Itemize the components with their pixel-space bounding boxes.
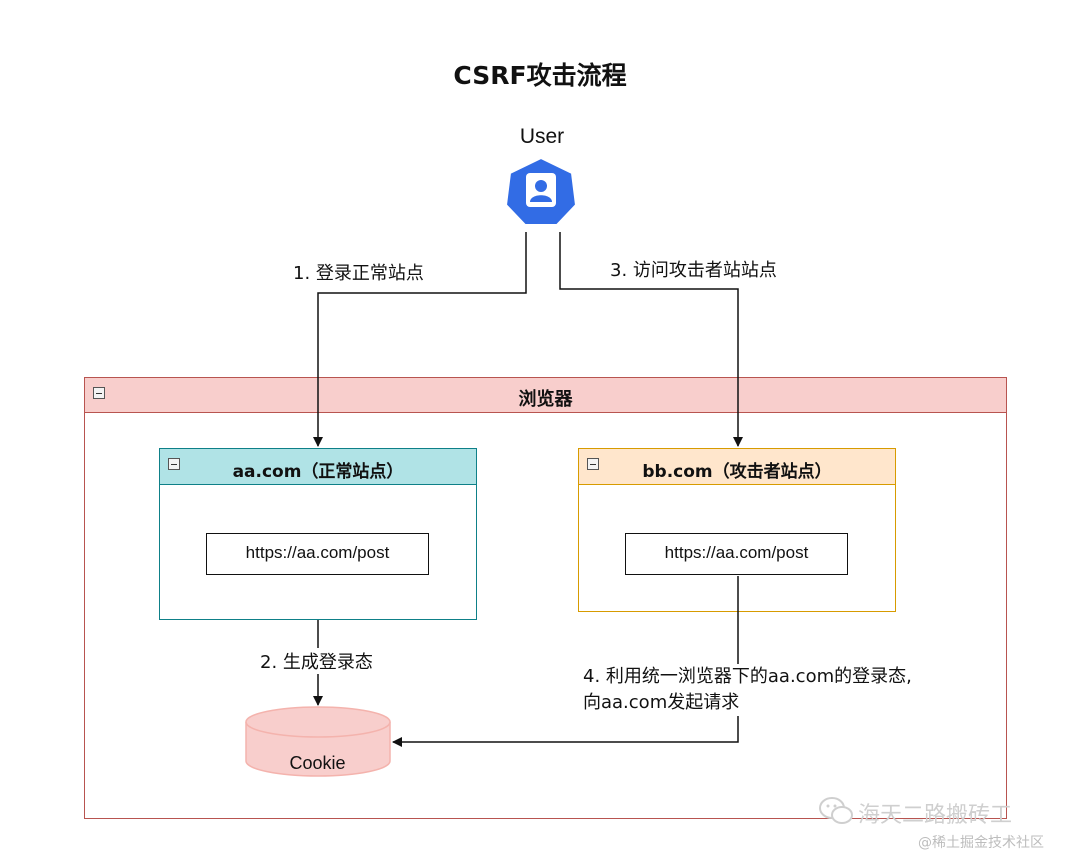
cookie-cylinder [245, 706, 391, 777]
edge-step1 [313, 232, 527, 447]
site-a-title: aa.com（正常站点） [232, 462, 404, 482]
cookie-label: Cookie [289, 753, 346, 773]
edge-label-step4-line1: 4. 利用统一浏览器下的aa.com的登录态, [583, 666, 912, 687]
user-icon [504, 156, 578, 226]
browser-header: 浏览器 [85, 378, 1006, 413]
edge-label-step4-line2: 向aa.com发起请求 [583, 692, 740, 713]
diagram-title: CSRF攻击流程 [453, 61, 627, 90]
watermark-source: @稀土掘金技术社区 [918, 835, 1044, 851]
site-b-header: bb.com（攻击者站点） [579, 449, 895, 485]
edge-label-step3: 3. 访问攻击者站站点 [610, 260, 777, 281]
collapse-icon[interactable] [168, 458, 180, 470]
edge-label-step2: 2. 生成登录态 [260, 648, 373, 674]
site-b-box: bb.com（攻击者站点） https://aa.com/post [578, 448, 896, 612]
site-b-url: https://aa.com/post [625, 533, 848, 575]
browser-title: 浏览器 [518, 389, 573, 410]
collapse-icon[interactable] [587, 458, 599, 470]
edge-label-step1: 1. 登录正常站点 [293, 263, 424, 284]
watermark-text: 海天二路搬砖工 [858, 803, 1013, 828]
browser-container: 浏览器 [84, 377, 1007, 819]
site-b-title: bb.com（攻击者站点） [642, 462, 832, 482]
edge-step4 [392, 576, 739, 747]
site-a-header: aa.com（正常站点） [160, 449, 476, 485]
edge-label-step4: 4. 利用统一浏览器下的aa.com的登录态, 向aa.com发起请求 [583, 664, 912, 716]
site-a-url: https://aa.com/post [206, 533, 429, 575]
site-a-box: aa.com（正常站点） https://aa.com/post [159, 448, 477, 620]
edge-step3 [559, 232, 743, 447]
collapse-icon[interactable] [93, 387, 105, 399]
user-label: User [519, 125, 565, 148]
wechat-icon [819, 797, 853, 824]
